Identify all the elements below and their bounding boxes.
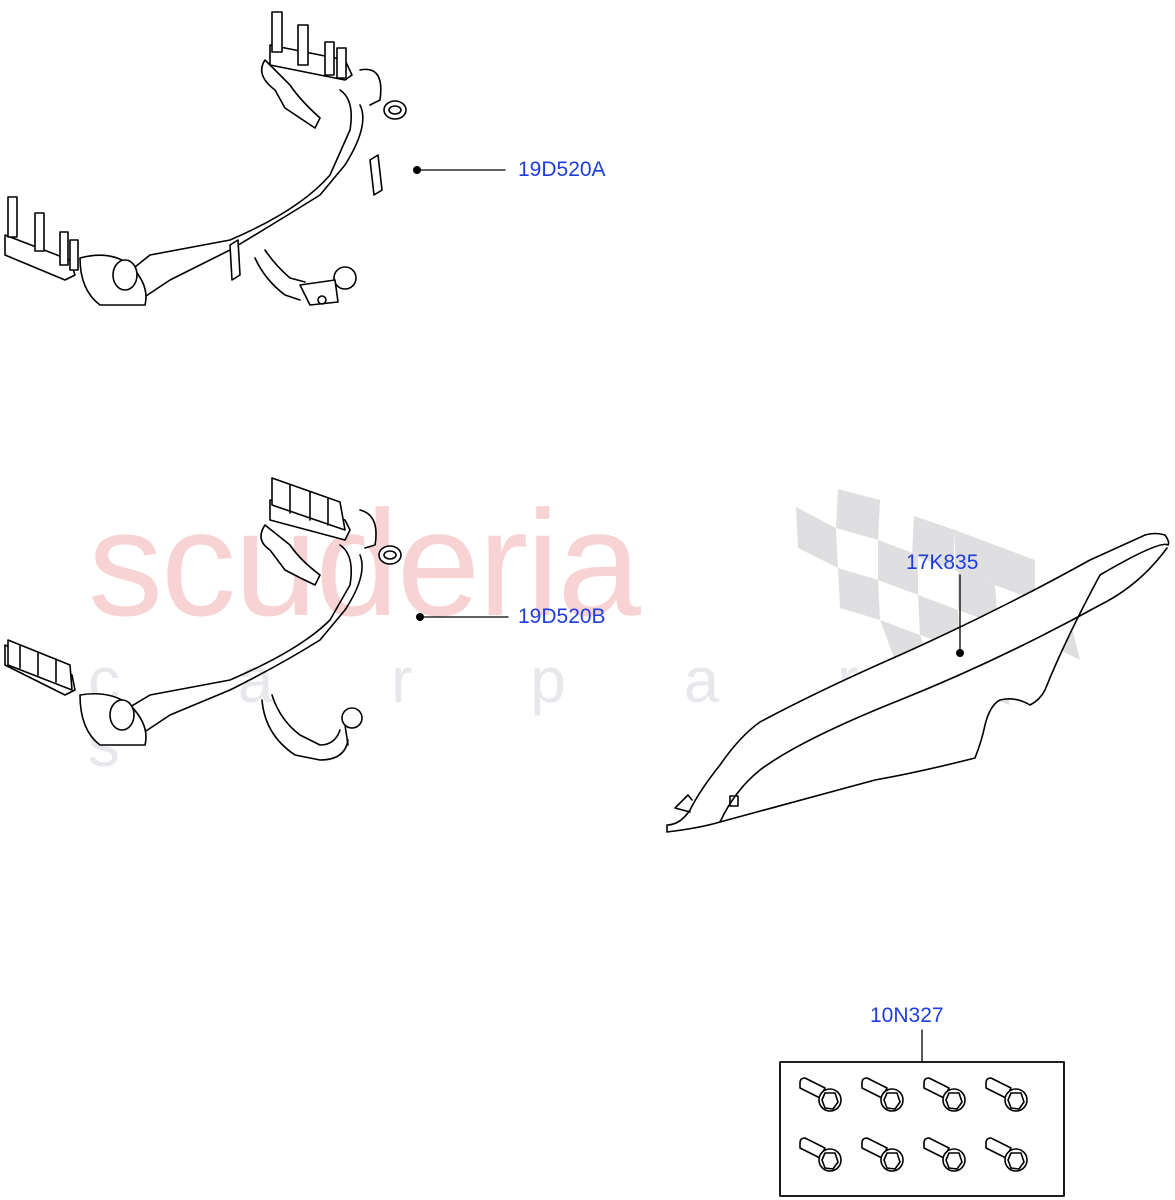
part-label-19d520b[interactable]: 19D520B (518, 605, 606, 628)
bolt-kit-drawing (779, 1029, 1065, 1197)
tow-bar-b-drawing (4, 477, 402, 761)
bolt-row-2 (799, 1137, 1028, 1172)
leader-line-17k835 (956, 574, 964, 657)
part-label-10n327[interactable]: 10N327 (870, 1004, 944, 1027)
bolt-row-1 (799, 1077, 1028, 1112)
part-label-19d520a[interactable]: 19D520A (518, 158, 606, 181)
leader-line-19d520a (413, 166, 506, 174)
tow-bar-a-drawing (4, 11, 407, 306)
part-label-17k835[interactable]: 17K835 (906, 551, 979, 574)
bumper-valance-drawing (666, 532, 1170, 833)
leader-line-19d520b (416, 613, 509, 621)
